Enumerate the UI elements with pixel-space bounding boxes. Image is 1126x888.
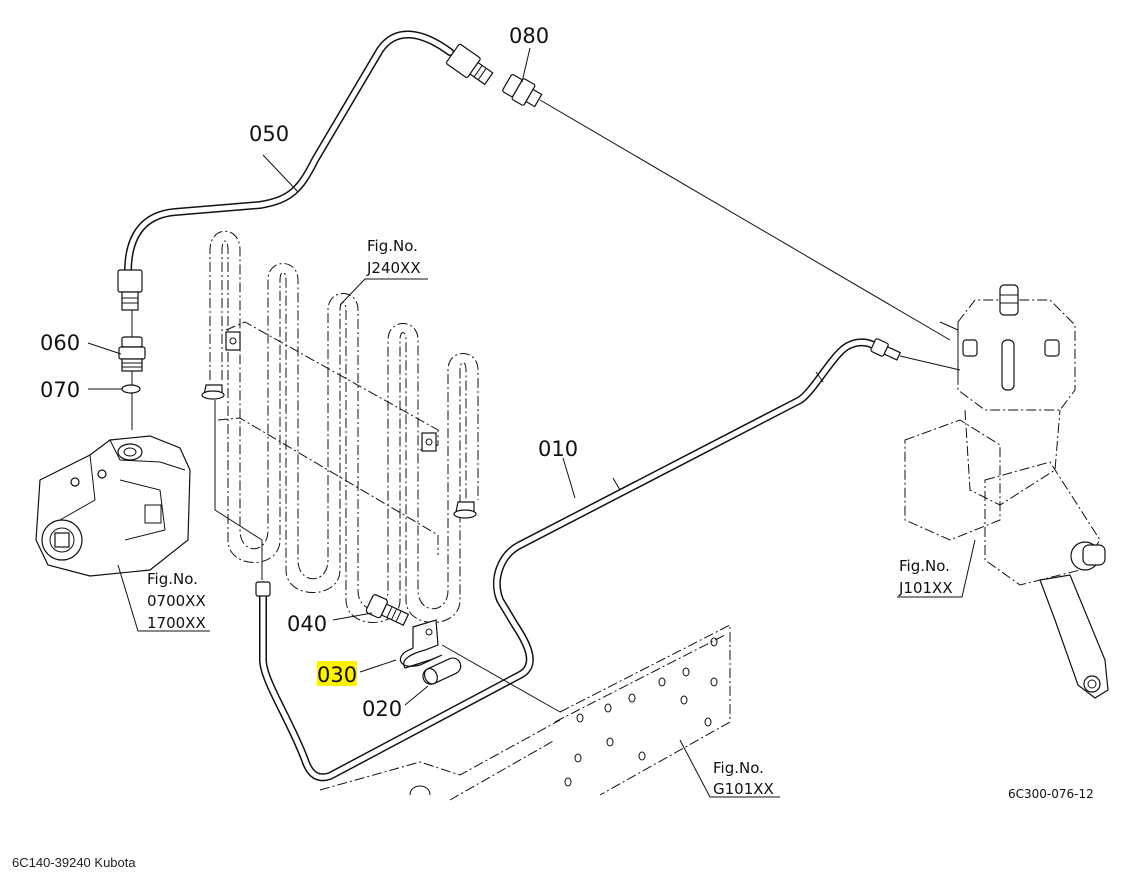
leader-010 bbox=[562, 457, 576, 499]
fig-ref-code[interactable]: J101XX bbox=[898, 579, 953, 597]
leader-060 bbox=[87, 342, 122, 355]
fig-ref-code[interactable]: J240XX bbox=[366, 259, 421, 277]
leader-fig-g101 bbox=[679, 739, 780, 798]
fitting-060[interactable] bbox=[118, 336, 146, 372]
clamp-030[interactable] bbox=[399, 619, 443, 669]
leader-fig-j101 bbox=[897, 539, 976, 598]
leader-fig-0700 bbox=[117, 564, 210, 632]
fig-ref-heading: Fig.No. bbox=[367, 237, 418, 255]
bolt-040[interactable] bbox=[365, 594, 410, 629]
steering-gearbox bbox=[904, 284, 1109, 699]
callout-080[interactable]: 080 bbox=[509, 24, 549, 48]
fig-ref-code[interactable]: 1700XX bbox=[147, 614, 206, 632]
leader-080-to-gearbox bbox=[539, 99, 951, 341]
drawing-reference-code: 6C300-076-12 bbox=[1008, 787, 1094, 801]
callout-060[interactable]: 060 bbox=[40, 331, 80, 355]
diagram-caption: 6C140-39240 Kubota bbox=[12, 855, 136, 870]
fitting-080[interactable] bbox=[501, 72, 544, 111]
axis-line bbox=[899, 355, 961, 371]
fig-ref-code[interactable]: G101XX bbox=[713, 780, 774, 798]
pipe-050[interactable] bbox=[117, 30, 496, 311]
callout-050[interactable]: 050 bbox=[249, 122, 289, 146]
fig-ref-heading: Fig.No. bbox=[899, 557, 950, 575]
leader-030 bbox=[359, 659, 397, 673]
callout-070[interactable]: 070 bbox=[40, 378, 80, 402]
fig-ref-heading: Fig.No. bbox=[713, 759, 764, 777]
callout-010[interactable]: 010 bbox=[538, 437, 578, 461]
oil-cooler bbox=[201, 230, 479, 623]
fig-ref-g101[interactable]: Fig.No. G101XX bbox=[713, 759, 774, 798]
leader-fig-j240 bbox=[339, 278, 428, 306]
fig-ref-code[interactable]: 0700XX bbox=[147, 592, 206, 610]
leader-020 bbox=[404, 685, 429, 706]
spacer-020[interactable] bbox=[420, 655, 463, 686]
fig-ref-j101[interactable]: Fig.No. J101XX bbox=[898, 557, 953, 597]
callout-030[interactable]: 030 bbox=[317, 663, 357, 687]
hydraulic-pump[interactable] bbox=[35, 435, 191, 577]
frame-plate bbox=[319, 624, 731, 801]
leader-080 bbox=[521, 47, 531, 83]
axis-line bbox=[939, 321, 959, 380]
o-ring-070[interactable] bbox=[121, 384, 141, 394]
pipe-010[interactable] bbox=[255, 338, 902, 782]
callout-040[interactable]: 040 bbox=[287, 612, 327, 636]
leader-050 bbox=[262, 154, 299, 193]
callout-030-highlight bbox=[317, 661, 357, 686]
axis-line bbox=[441, 644, 561, 713]
axis-line bbox=[214, 509, 263, 580]
leader-040 bbox=[332, 612, 373, 621]
fig-ref-j240[interactable]: Fig.No. J240XX bbox=[366, 237, 421, 277]
fig-ref-0700[interactable]: Fig.No. 0700XX 1700XX bbox=[147, 570, 206, 632]
callout-020[interactable]: 020 bbox=[362, 697, 402, 721]
fig-ref-heading: Fig.No. bbox=[147, 570, 198, 588]
